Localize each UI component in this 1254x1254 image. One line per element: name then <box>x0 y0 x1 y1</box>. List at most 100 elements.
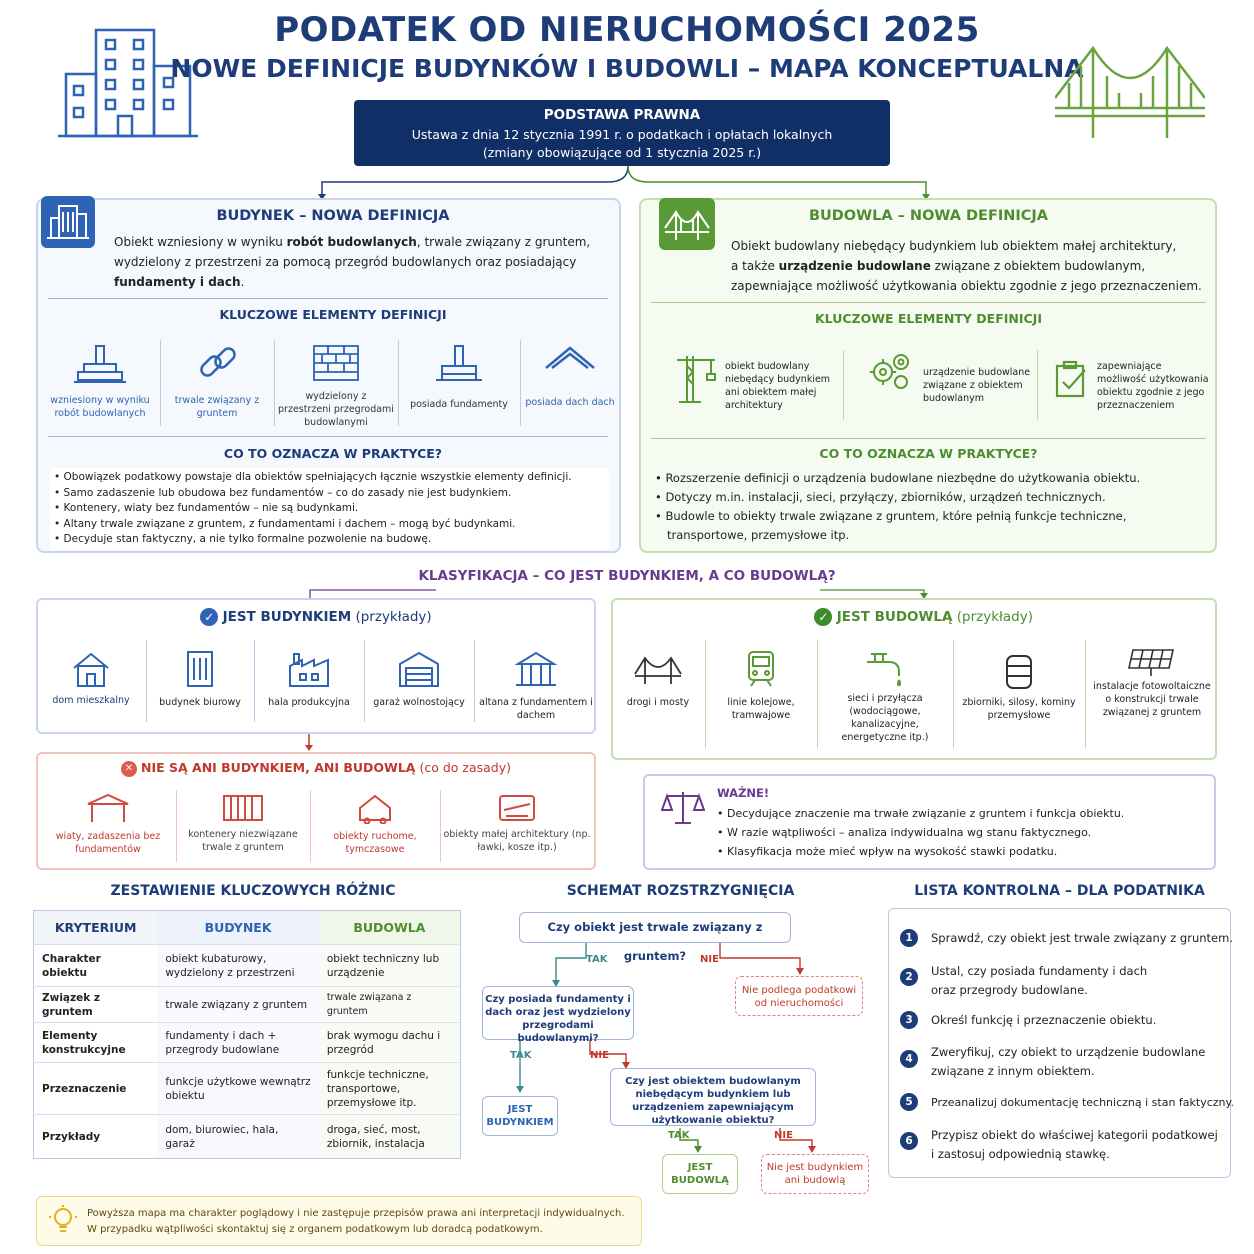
cross-icon: ✕ <box>121 760 137 777</box>
wazne-title: WAŻNE! <box>717 786 770 800</box>
legal-basis-box: PODSTAWA PRAWNA Ustawa z dnia 12 styczni… <box>354 100 890 166</box>
budynek-def-bold: fundamenty i dach <box>114 275 241 289</box>
budynek-def-part: . <box>240 275 245 289</box>
flow-tak-3: TAK <box>668 1130 690 1141</box>
element-roboty-budowlane: wzniesiony w wyniku robót budowlanych <box>44 342 156 420</box>
brick-wall-icon <box>313 345 359 381</box>
table-cell: dom, biurowiec, hala, garaż <box>157 1114 319 1159</box>
neither-wiaty: wiaty, zadaszenia bez fundamentów <box>42 792 174 856</box>
element-label: posiada fundamenty <box>410 399 508 410</box>
budowla-element-2: urządzenie budowlane związane z obiektem… <box>923 367 1031 404</box>
flow-no-tax: Nie podlega podatkowi od nieruchomości <box>735 976 863 1016</box>
schemat-title: SCHEMAT ROZSTRZYGNIĘCIA <box>566 883 795 899</box>
neither-label: obiekty małej architektury (np. ławki, k… <box>443 829 591 853</box>
roof-icon <box>545 346 595 369</box>
table-cell: funkcje użytkowe wewnątrz obiektu <box>157 1062 319 1115</box>
budowla-def-part: a także <box>731 259 779 273</box>
lightbulb-icon <box>49 1205 77 1237</box>
jest-budynkiem-label: JEST BUDYNKIEM <box>222 609 352 625</box>
page-subtitle: NOWE DEFINICJE BUDYNKÓW I BUDOWLI – MAPA… <box>170 54 1084 83</box>
train-icon <box>748 651 774 687</box>
neither-mala-architektura: obiekty małej architektury (np. ławki, k… <box>442 792 592 854</box>
foundation-icon <box>436 345 482 381</box>
example-label: zbiorniki, silosy, kominy przemysłowe <box>962 697 1076 721</box>
table-row: Charakter obiektu obiekt kubaturowy, wyd… <box>33 944 461 987</box>
neither-box: ✕ NIE SĄ ANI BUDYNKIEM, ANI BUDOWLĄ (co … <box>36 752 596 870</box>
building-illustration-icon <box>58 26 198 141</box>
budynek-def-part: Obiekt wzniesiony w wyniku <box>114 235 287 249</box>
bricks-foundation-icon <box>74 345 126 383</box>
budynek-definition-text: Obiekt wzniesiony w wyniku robót budowla… <box>114 232 614 292</box>
table-cell: obiekt kubaturowy, wydzielony z przestrz… <box>157 944 319 987</box>
example-label: budynek biurowy <box>159 697 241 708</box>
example-biurowy: budynek biurowy <box>148 650 252 709</box>
table-row: Elementy konstrukcyjne fundamenty i dach… <box>33 1022 461 1063</box>
budynek-def-part: , trwale związany z gruntem, <box>416 235 591 249</box>
example-label: hala produkcyjna <box>268 697 350 708</box>
example-altana: altana z fundamentem i dachem <box>476 650 596 722</box>
checklist-text: Przeanalizuj dokumentację techniczną i s… <box>931 1096 1234 1109</box>
checklist-text: Sprawdź, czy obiekt jest trwale związany… <box>931 931 1233 945</box>
footer-disclaimer: Powyższa mapa ma charakter poglądowy i n… <box>36 1196 642 1246</box>
neither-note: (co do zasady) <box>419 760 511 775</box>
footer-text: Powyższa mapa ma charakter poglądowy i n… <box>87 1206 625 1238</box>
footer-line: Powyższa mapa ma charakter poglądowy i n… <box>87 1208 625 1219</box>
house-icon <box>73 652 109 687</box>
solar-panel-icon <box>1128 649 1174 676</box>
example-drogi: drogi i mosty <box>613 654 703 709</box>
table-row: Przeznaczenie funkcje użytkowe wewnątrz … <box>33 1062 461 1115</box>
checklist-text: związane z innym obiektem. <box>931 1064 1095 1078</box>
flow-nie-3: NIE <box>774 1130 793 1141</box>
checklist-item-5: Przeanalizuj dokumentację techniczną i s… <box>931 1093 1251 1112</box>
comparison-table: KRYTERIUM BUDYNEK BUDOWLA Charakter obie… <box>33 910 461 1159</box>
step-number: 4 <box>900 1050 918 1068</box>
example-label: altana z fundamentem i dachem <box>479 697 593 721</box>
element-label: wzniesiony w wyniku robót budowlanych <box>50 395 150 419</box>
bridge-small-icon <box>634 656 682 684</box>
element-label: posiada dach dach <box>525 397 615 408</box>
neither-title: NIE SĄ ANI BUDYNKIEM, ANI BUDOWLĄ <box>140 760 416 775</box>
element-fundamenty: posiada fundamenty <box>402 342 516 411</box>
checklist-text: i zastosuj odpowiednią stawkę. <box>931 1147 1110 1161</box>
zestawienie-title: ZESTAWIENIE KLUCZOWYCH RÓŻNIC <box>110 883 396 899</box>
down-arrow <box>305 734 313 751</box>
bench-icon <box>499 795 535 821</box>
table-cell: Charakter obiektu <box>33 944 158 987</box>
budowla-definition-text: Obiekt budowlany niebędący budynkiem lub… <box>731 236 1211 296</box>
office-building-icon <box>187 651 213 687</box>
budynek-def-part: wydzielony z przestrzeni za pomocą przeg… <box>114 255 577 269</box>
example-garaz: garaż wolnostojący <box>366 650 472 709</box>
przyklady-label: (przykłady) <box>355 609 432 625</box>
checklist-text: Zweryfikuj, czy obiekt to urządzenie bud… <box>931 1045 1206 1059</box>
budowla-key-title: KLUCZOWE ELEMENTY DEFINICJI <box>814 311 1042 326</box>
step-number: 2 <box>900 968 918 986</box>
example-label: linie kolejowe, tramwajowe <box>727 697 795 721</box>
example-label: dom mieszkalny <box>52 695 130 706</box>
budowla-def-part: zapewniające możliwość użytkowania obiek… <box>731 279 1202 293</box>
jest-budowla-heading: ✓ JEST BUDOWLĄ (przykłady) <box>613 608 1033 626</box>
page-title: PODATEK OD NIERUCHOMOŚCI 2025 <box>274 10 980 50</box>
bridge-illustration-icon <box>1055 38 1205 138</box>
legal-basis-line1: Ustawa z dnia 12 stycznia 1991 r. o poda… <box>411 127 833 142</box>
element-label: wydzielony z przestrzeni przegrodami bud… <box>278 391 394 428</box>
budowla-element-1: obiekt budowlany niebędący budynkiem ani… <box>725 361 831 411</box>
checklist-item-6: Przypisz obiekt do właściwej kategorii p… <box>931 1126 1251 1164</box>
table-cell: fundamenty i dach + przegrody budowlane <box>157 1022 319 1063</box>
wazne-box: WAŻNE! Decydujące znaczenie ma trwałe zw… <box>643 774 1216 870</box>
lista-box <box>888 908 1231 1178</box>
flow-jest-budowla: JEST BUDOWLĄ <box>662 1154 738 1194</box>
budowla-practice-title: CO TO OZNACZA W PRAKTYCE? <box>819 446 1038 461</box>
flow-question-1: Czy obiekt jest trwale związany z grunte… <box>519 912 791 963</box>
lista-title: LISTA KONTROLNA – DLA PODATNIKA <box>914 883 1205 899</box>
table-cell: trwale związana z gruntem <box>318 986 461 1023</box>
example-label: garaż wolnostojący <box>373 697 465 708</box>
chain-link-icon <box>200 347 236 377</box>
factory-icon <box>289 653 329 687</box>
budowla-def-part: związane z obiektem budowlanym, <box>930 259 1146 273</box>
step-number: 1 <box>900 929 918 947</box>
wazne-item: Decydujące znaczenie ma trwałe związanie… <box>717 804 1207 823</box>
checklist-text: Określ funkcję i przeznaczenie obiektu. <box>931 1013 1157 1027</box>
budynek-practice-title: CO TO OZNACZA W PRAKTYCE? <box>223 446 443 461</box>
example-zbiorniki: zbiorniki, silosy, kominy przemysłowe <box>955 650 1083 722</box>
table-cell: funkcje techniczne, transportowe, przemy… <box>318 1062 461 1115</box>
